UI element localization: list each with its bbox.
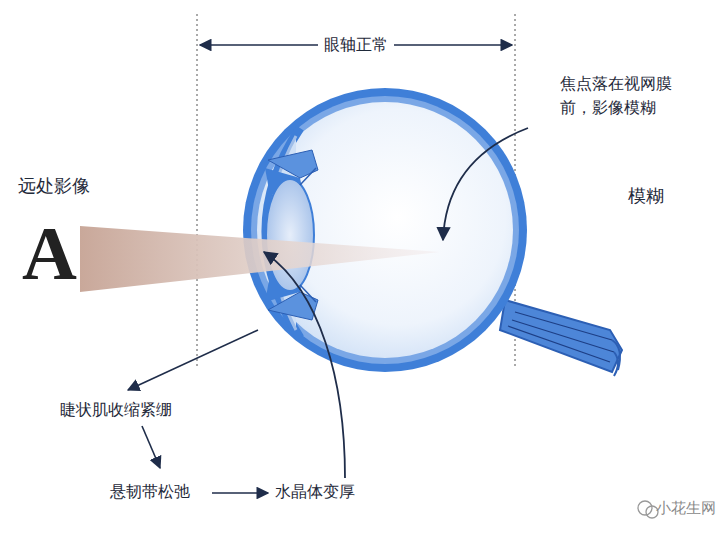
callout-note: 悬韧带松弛 xyxy=(110,480,190,504)
callout-note: 睫状肌收缩紧绷 xyxy=(60,398,172,422)
callout-note: 水晶体变厚 xyxy=(275,480,355,504)
callout-note: 焦点落在视网膜 前，影像模糊 xyxy=(560,72,695,120)
axis-label: 眼轴正常 xyxy=(318,33,394,57)
part-label: 远处影像 xyxy=(18,172,90,199)
letter-figure: A xyxy=(22,212,77,296)
part-label: 模糊 xyxy=(628,182,664,209)
watermark: 小花生网 xyxy=(656,497,716,520)
